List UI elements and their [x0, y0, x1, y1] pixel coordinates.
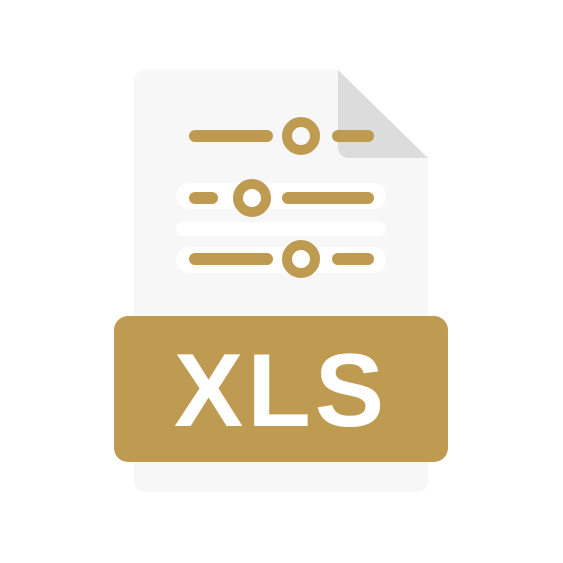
slider-3-knob: [282, 240, 320, 278]
row-band-2: [176, 222, 386, 236]
sliders-icon: [189, 117, 374, 278]
slider-2-knob: [233, 179, 271, 217]
extension-banner: [114, 316, 448, 462]
file-corner-fold: [338, 70, 428, 158]
file-extension-label: XLS: [173, 333, 389, 449]
slider-1-knob: [282, 117, 320, 155]
